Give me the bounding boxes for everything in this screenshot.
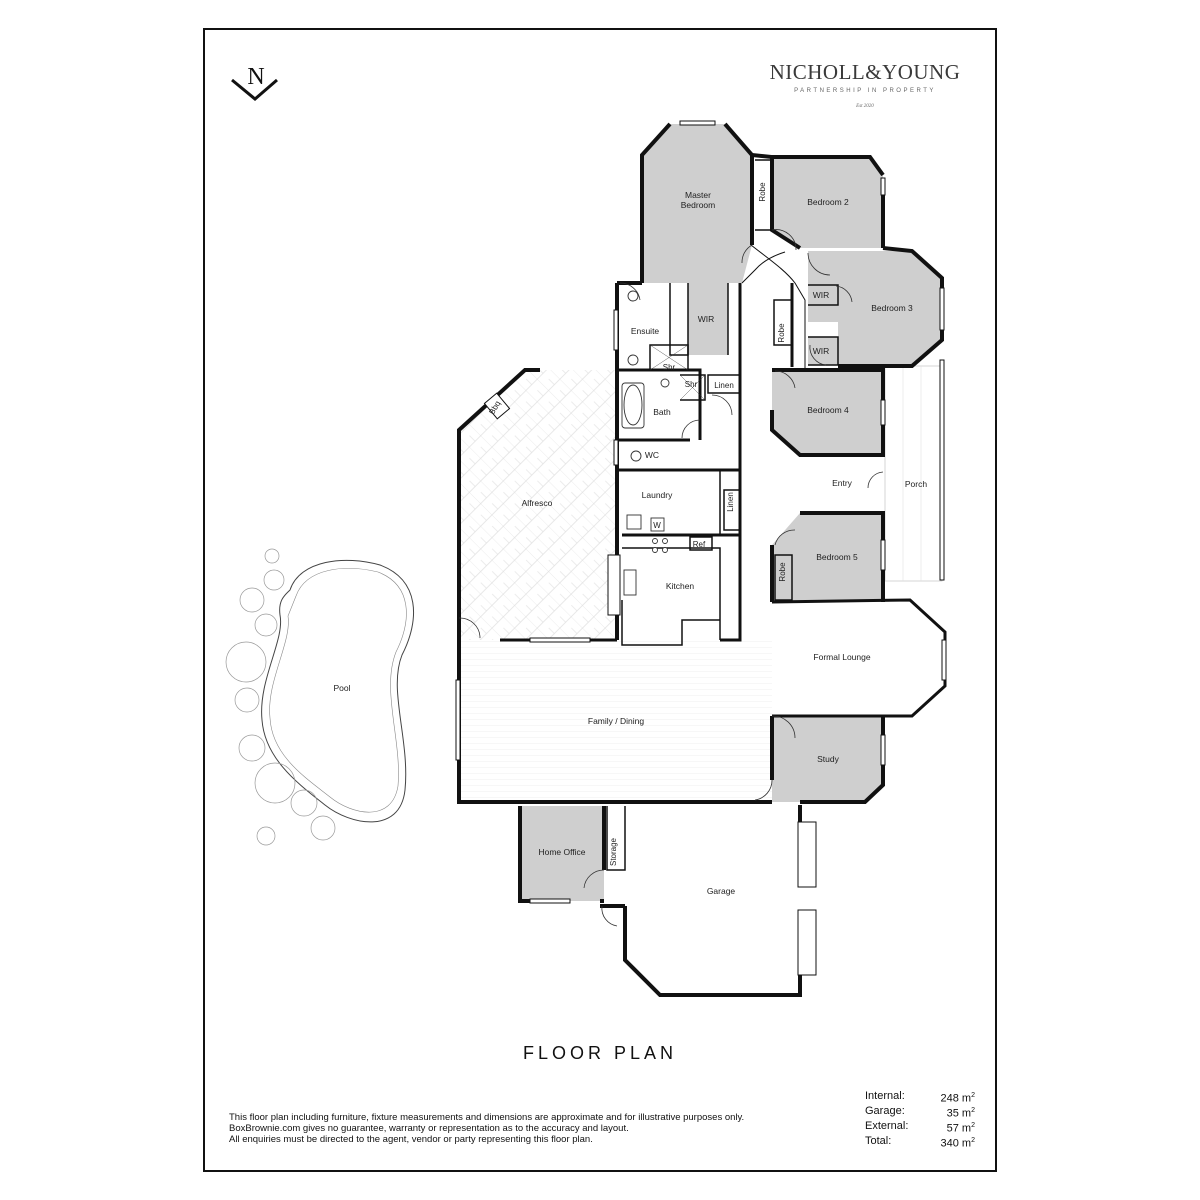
brand-name: NICHOLL&YOUNG <box>769 60 961 84</box>
bedroom5-fill <box>772 513 883 602</box>
brand-logo: NICHOLL&YOUNG PARTNERSHIP IN PROPERTY Es… <box>740 60 990 109</box>
bbq-box <box>483 392 511 420</box>
area-value: 35 m2 <box>946 1107 975 1120</box>
porch-area <box>884 365 943 582</box>
label-family-dining: Family / Dining <box>588 716 644 726</box>
label-linen-laundry: Linen <box>726 492 735 512</box>
label-porch: Porch <box>905 479 927 489</box>
area-label: Garage: <box>865 1105 905 1118</box>
disclaimer-line3: All enquiries must be directed to the ag… <box>229 1134 593 1145</box>
walls <box>457 122 947 997</box>
label-formal-lounge: Formal Lounge <box>813 652 870 662</box>
wir-bed3-top-fill <box>808 285 838 305</box>
area-summary: Internal: 248 m2 Garage: 35 m2 External:… <box>865 1090 975 1151</box>
bedroom3-fill <box>808 251 942 366</box>
label-bedroom2: Bedroom 2 <box>807 197 849 207</box>
label-study: Study <box>817 754 839 764</box>
disclaimer: This floor plan including furniture, fix… <box>229 1112 809 1145</box>
area-row: External: 57 m2 <box>865 1120 975 1135</box>
label-wir-bed3-top: WIR <box>813 290 830 300</box>
bedroom4-fill <box>772 370 883 455</box>
page-frame <box>203 28 997 1172</box>
label-wir-bed3-bottom: WIR <box>813 346 830 356</box>
home-office-fill <box>520 806 604 901</box>
compass-letter: N <box>247 64 264 90</box>
label-pool: Pool <box>333 683 350 693</box>
plan-title: FLOOR PLAN <box>522 1043 678 1063</box>
area-value: 340 m2 <box>940 1137 976 1151</box>
label-alfresco: Alfresco <box>522 498 553 508</box>
toilet-ensuite <box>627 354 639 366</box>
brand-established: Est 2020 <box>856 104 874 109</box>
toilet-wc <box>630 450 642 462</box>
label-master-line2: Bedroom <box>681 200 716 210</box>
area-row: Total: 340 m2 <box>865 1135 975 1150</box>
label-ensuite: Ensuite <box>631 326 660 336</box>
area-value: 248 m2 <box>940 1092 976 1105</box>
label-kitchen: Kitchen <box>666 581 695 591</box>
area-row: Garage: 35 m2 <box>865 1105 975 1120</box>
label-shr-bath: Shr <box>685 380 698 389</box>
label-storage: Storage <box>609 837 618 866</box>
area-label: External: <box>865 1120 909 1133</box>
pool-outline <box>261 559 415 823</box>
label-entry: Entry <box>832 478 853 488</box>
area-row: Internal: 248 m2 <box>865 1090 975 1105</box>
label-robe-bed5: Robe <box>778 562 787 582</box>
label-bedroom3: Bedroom 3 <box>871 303 913 313</box>
label-washer: W <box>653 521 661 530</box>
label-bedroom4: Bedroom 4 <box>807 405 849 415</box>
room-labels: Master Bedroom Bedroom 2 Bedroom 3 Bedro… <box>333 182 927 896</box>
disclaimer-line2: BoxBrownie.com gives no guarantee, warra… <box>229 1123 629 1134</box>
label-garage: Garage <box>707 886 736 896</box>
label-bath: Bath <box>653 407 671 417</box>
area-value: 57 m2 <box>946 1122 975 1135</box>
label-linen-hall: Linen <box>714 381 734 390</box>
study-fill <box>772 715 883 802</box>
north-compass-icon: N <box>231 64 278 101</box>
label-laundry: Laundry <box>642 490 673 500</box>
label-ref: Ref <box>693 540 706 549</box>
label-master-line1: Master <box>685 190 711 200</box>
label-robe-bed3: Robe <box>777 323 786 343</box>
brand-tagline: PARTNERSHIP IN PROPERTY <box>794 88 936 94</box>
wir-master-fill <box>688 283 728 355</box>
label-bedroom5: Bedroom 5 <box>816 552 858 562</box>
wir-bed3-bottom-fill <box>808 337 838 365</box>
master-bedroom-fill <box>642 124 752 283</box>
label-wir-master: WIR <box>698 314 715 324</box>
label-robe-bed2: Robe <box>758 182 767 202</box>
disclaimer-line1: This floor plan including furniture, fix… <box>229 1112 745 1123</box>
fixtures <box>621 290 706 596</box>
bedroom2-fill <box>772 157 883 248</box>
area-label: Internal: <box>865 1090 905 1102</box>
garden-trees <box>225 548 336 846</box>
label-wc: WC <box>645 450 659 460</box>
label-home-office: Home Office <box>538 847 585 857</box>
area-label: Total: <box>865 1135 892 1148</box>
windows <box>455 120 947 976</box>
family-dining-area <box>459 640 772 802</box>
door-swings <box>458 229 884 927</box>
bedroom-fills <box>520 124 942 901</box>
bath-tub <box>623 384 643 426</box>
label-shr-ensuite: Shr <box>663 363 676 372</box>
alfresco-area <box>459 370 617 640</box>
